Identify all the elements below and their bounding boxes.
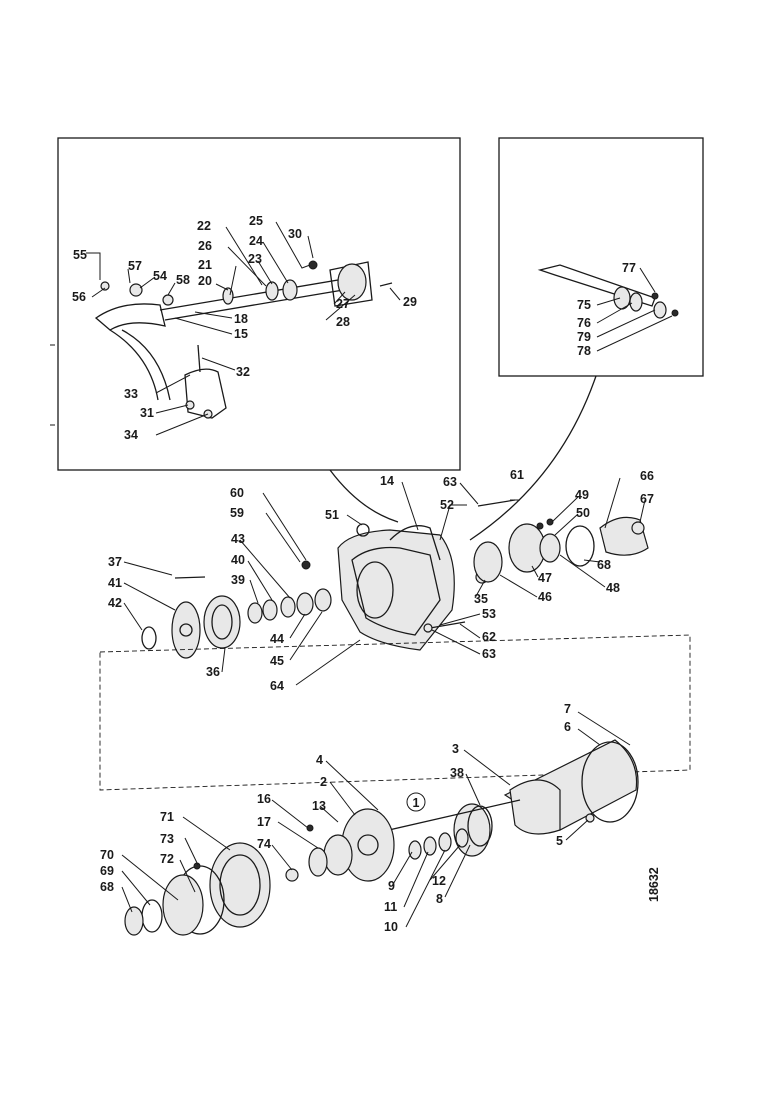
callout-45: 45 xyxy=(270,654,284,668)
callout-73: 73 xyxy=(160,832,174,846)
callout-53: 53 xyxy=(482,607,496,621)
callout-72: 72 xyxy=(160,852,174,866)
callout-49: 49 xyxy=(575,488,589,502)
callout-16: 16 xyxy=(257,792,271,806)
callout-13: 13 xyxy=(312,799,326,813)
callout-57: 57 xyxy=(128,259,142,273)
callout-61: 61 xyxy=(510,468,524,482)
connecting-cable xyxy=(469,375,597,541)
callout-38: 38 xyxy=(450,766,464,780)
connecting-cable-left xyxy=(329,469,399,523)
callout-3: 3 xyxy=(452,742,459,756)
callout-34: 34 xyxy=(124,428,138,442)
callout-69: 69 xyxy=(100,864,114,878)
callout-79: 79 xyxy=(577,330,591,344)
callout-25: 25 xyxy=(249,214,263,228)
callout-22: 22 xyxy=(197,219,211,233)
callout-8: 8 xyxy=(436,892,443,906)
callout-50: 50 xyxy=(576,506,590,520)
drawing-number: 18632 xyxy=(647,867,661,902)
callout-40: 40 xyxy=(231,553,245,567)
callout-30: 30 xyxy=(288,227,302,241)
callout-7: 7 xyxy=(564,702,571,716)
callout-52: 52 xyxy=(440,498,454,512)
callout-17: 17 xyxy=(257,815,271,829)
callout-56: 56 xyxy=(72,290,86,304)
reference-marker: 1 xyxy=(406,792,426,812)
callout-23: 23 xyxy=(248,252,262,266)
callout-41: 41 xyxy=(108,576,122,590)
callout-32: 32 xyxy=(236,365,250,379)
callout-78: 78 xyxy=(577,344,591,358)
callout-29: 29 xyxy=(403,295,417,309)
middle-row-parts xyxy=(141,499,649,659)
callout-28: 28 xyxy=(336,315,350,329)
leader-lines xyxy=(86,221,673,928)
transfer-case-housing xyxy=(337,525,455,651)
callout-24: 24 xyxy=(249,234,263,248)
detail-inset-left xyxy=(50,137,461,471)
callout-12: 12 xyxy=(432,874,446,888)
callout-70: 70 xyxy=(100,848,114,862)
callout-6a: 6 xyxy=(564,720,571,734)
marker-label: 1 xyxy=(413,796,420,810)
callout-14: 14 xyxy=(380,474,394,488)
callout-4: 4 xyxy=(316,753,323,767)
callout-37: 37 xyxy=(108,555,122,569)
callout-2: 2 xyxy=(320,775,327,789)
callout-59: 59 xyxy=(230,506,244,520)
callout-21: 21 xyxy=(198,258,212,272)
callout-66: 66 xyxy=(640,469,654,483)
callout-64: 64 xyxy=(270,679,284,693)
callout-74: 74 xyxy=(257,837,271,851)
callout-48: 48 xyxy=(606,581,620,595)
detail-inset-right xyxy=(498,137,704,377)
bottom-row-parts xyxy=(124,739,639,936)
callout-15: 15 xyxy=(234,327,248,341)
callout-labels: 55 57 54 58 56 20 21 26 22 23 24 25 30 2… xyxy=(72,214,654,934)
callout-39: 39 xyxy=(231,573,245,587)
callout-26: 26 xyxy=(198,239,212,253)
callout-9: 9 xyxy=(388,879,395,893)
callout-63a: 63 xyxy=(443,475,457,489)
callout-51: 51 xyxy=(325,508,339,522)
callout-33: 33 xyxy=(124,387,138,401)
callout-10: 10 xyxy=(384,920,398,934)
callout-63b: 63 xyxy=(482,647,496,661)
callout-11: 11 xyxy=(384,900,397,914)
callout-68b: 68 xyxy=(100,880,114,894)
callout-44: 44 xyxy=(270,632,284,646)
callout-77: 77 xyxy=(622,261,636,275)
callout-68: 68 xyxy=(597,558,611,572)
callout-20: 20 xyxy=(198,274,212,288)
callout-46: 46 xyxy=(538,590,552,604)
callout-5: 5 xyxy=(556,834,563,848)
callout-75: 75 xyxy=(577,298,591,312)
callout-67: 67 xyxy=(640,492,654,506)
callout-36: 36 xyxy=(206,665,220,679)
assembly-boundary xyxy=(99,634,691,791)
callout-42: 42 xyxy=(108,596,122,610)
callout-54: 54 xyxy=(153,269,167,283)
callout-55: 55 xyxy=(73,248,87,262)
callout-58: 58 xyxy=(176,273,190,287)
callout-18: 18 xyxy=(234,312,248,326)
callout-71: 71 xyxy=(160,810,174,824)
callout-31: 31 xyxy=(140,406,154,420)
callout-47: 47 xyxy=(538,571,552,585)
callout-27: 27 xyxy=(336,297,350,311)
callout-43: 43 xyxy=(231,532,245,546)
callout-60: 60 xyxy=(230,486,244,500)
callout-62: 62 xyxy=(482,630,496,644)
callout-76: 76 xyxy=(577,316,591,330)
callout-35: 35 xyxy=(474,592,488,606)
